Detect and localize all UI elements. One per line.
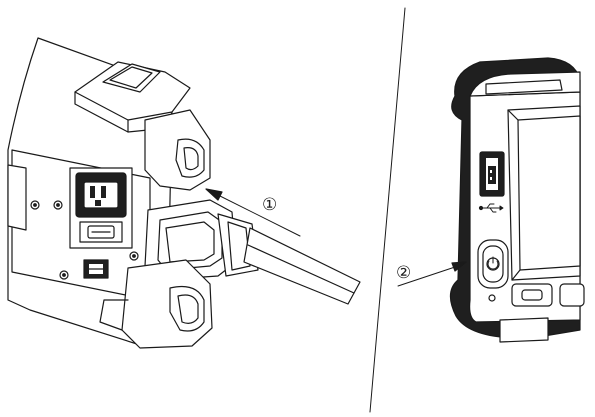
screen <box>517 115 581 271</box>
screen-corner-top <box>507 109 519 121</box>
top-rim-groove <box>485 79 563 95</box>
step2-arrow <box>397 261 467 287</box>
step1-callout: ① <box>262 195 277 215</box>
screw-panel-right-center <box>132 254 136 258</box>
usb-port-icon <box>479 151 505 197</box>
rear-panel-view: ① <box>7 37 361 349</box>
screw-panel-right <box>129 251 139 261</box>
bottom-foot <box>499 317 549 343</box>
lower-foot-bumper <box>99 259 213 349</box>
side-panel-view: ② <box>396 57 585 343</box>
ac-power-inlet-icon <box>69 167 133 249</box>
panel-divider <box>369 7 406 413</box>
upper-foot-bumper <box>144 109 211 191</box>
power-button-icon <box>477 239 509 289</box>
power-cord-plug <box>144 199 259 281</box>
screw-left-bottom <box>59 270 69 280</box>
screw-left-top-center <box>33 203 37 207</box>
screw-left-bottom-center <box>62 273 66 277</box>
screw-left-mid-center <box>56 203 60 207</box>
step1-arrow <box>205 188 301 237</box>
screw-left-top <box>30 200 40 210</box>
screen-corner-bottom <box>511 269 521 281</box>
screw-left-mid <box>53 200 63 210</box>
soft-key-row <box>511 283 585 307</box>
indicator-hole <box>488 294 496 302</box>
rocker-switch-icon <box>83 259 109 279</box>
side-strip <box>7 164 27 231</box>
power-cord <box>243 227 361 305</box>
usb-symbol-icon <box>478 203 504 213</box>
step2-callout: ② <box>396 263 411 283</box>
